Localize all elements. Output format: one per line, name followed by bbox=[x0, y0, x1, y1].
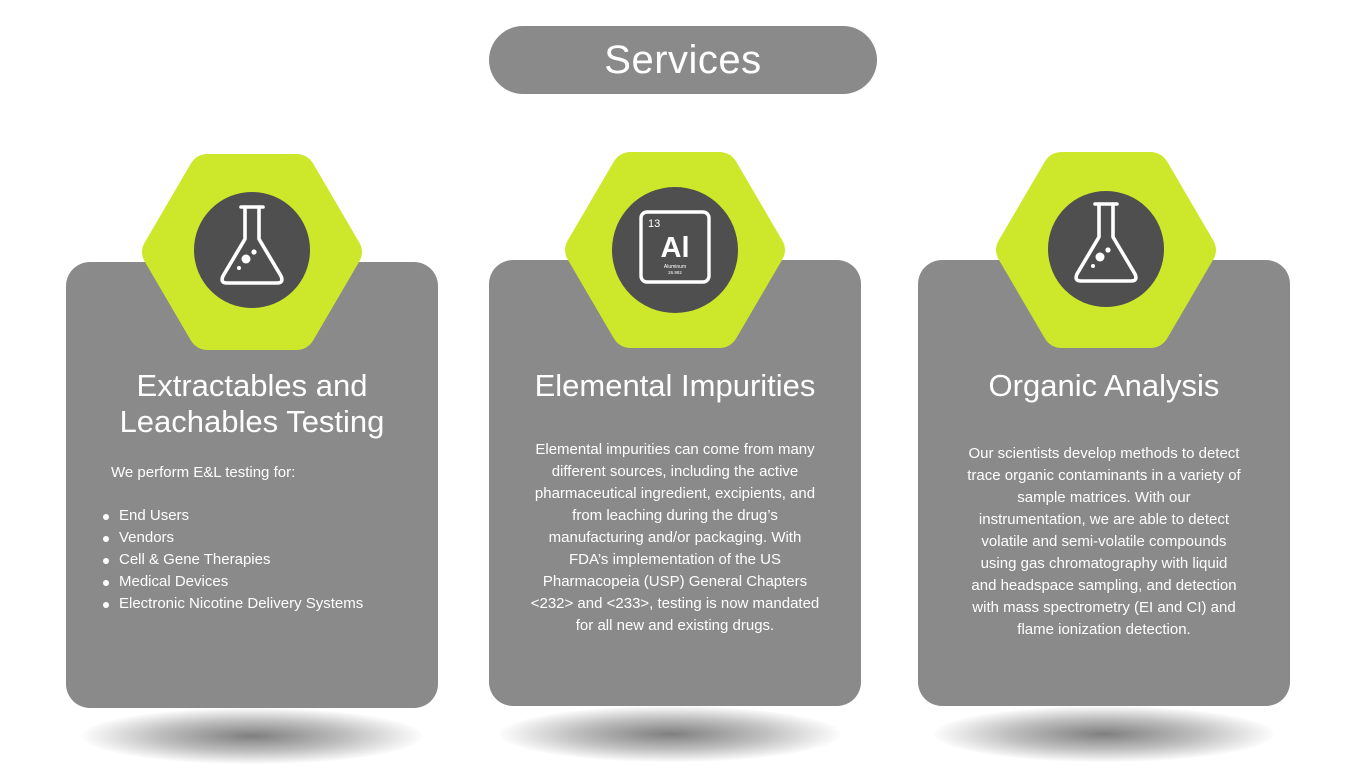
text-line: from leaching during the drug’s bbox=[572, 507, 778, 524]
hexagon-badge bbox=[138, 151, 366, 353]
text-line: Pharmacopeia (USP) General Chapters bbox=[542, 573, 808, 590]
card-intro: We perform E&L testing for: bbox=[111, 464, 296, 481]
icon-badge: 13 Al Aluminum 26.982 bbox=[612, 187, 738, 313]
text-line: manufacturing and/or packaging. With bbox=[548, 529, 802, 546]
text-line: trace organic contaminants in a variety … bbox=[967, 467, 1241, 484]
list-item: End Users bbox=[101, 505, 363, 527]
card-title: Extractables and Leachables Testing bbox=[66, 368, 438, 440]
card-title: Organic Analysis bbox=[988, 368, 1220, 403]
text-line: different sources, including the active bbox=[551, 463, 799, 480]
text-line: sample matrices. With our bbox=[1017, 489, 1191, 506]
periodic-element-icon: 13 Al Aluminum 26.982 bbox=[639, 210, 711, 284]
card-title-line: Extractables and bbox=[136, 368, 368, 403]
element-mass: 26.982 bbox=[668, 270, 682, 275]
text-line: using gas chromatography with liquid bbox=[980, 555, 1228, 572]
element-name: Aluminum bbox=[664, 264, 686, 270]
icon-badge bbox=[194, 192, 310, 308]
card-title-line: Leachables Testing bbox=[119, 404, 385, 439]
text-line: with mass spectrometry (EI and CI) and bbox=[972, 599, 1236, 616]
text-line: volatile and semi-volatile compounds bbox=[981, 533, 1227, 550]
card-shadow bbox=[934, 706, 1274, 762]
text-line: Elemental impurities can come from many bbox=[535, 441, 815, 458]
text-line: Our scientists develop methods to detect bbox=[968, 445, 1240, 462]
text-line: <232> and <233>, testing is now mandated bbox=[530, 595, 820, 612]
page-title: Services bbox=[489, 26, 877, 94]
hexagon-badge: 13 Al Aluminum 26.982 bbox=[561, 149, 789, 351]
list-item: Electronic Nicotine Delivery Systems bbox=[101, 593, 363, 615]
flask-icon bbox=[220, 205, 284, 285]
list-item: Medical Devices bbox=[101, 571, 363, 593]
text-line: FDA’s implementation of the US bbox=[568, 551, 782, 568]
card-description: Our scientists develop methods to detect… bbox=[928, 443, 1280, 641]
text-line: instrumentation, we are able to detect bbox=[978, 511, 1230, 528]
service-list: End Users Vendors Cell & Gene Therapies … bbox=[101, 505, 363, 615]
card-shadow bbox=[500, 706, 840, 762]
element-number: 13 bbox=[648, 218, 660, 230]
text-line: and headspace sampling, and detection bbox=[971, 577, 1237, 594]
text-line: flame ionization detection. bbox=[1017, 621, 1191, 638]
text-line: pharmaceutical ingredient, excipients, a… bbox=[534, 485, 816, 502]
element-symbol: Al bbox=[661, 232, 690, 264]
text-line: for all new and existing drugs. bbox=[575, 617, 775, 634]
card-description: Elemental impurities can come from many … bbox=[499, 439, 851, 637]
card-title: Elemental Impurities bbox=[534, 368, 816, 403]
list-item: Cell & Gene Therapies bbox=[101, 549, 363, 571]
icon-badge bbox=[1048, 191, 1164, 307]
list-item: Vendors bbox=[101, 527, 363, 549]
flask-icon bbox=[1074, 202, 1138, 283]
card-shadow bbox=[82, 708, 422, 764]
hexagon-badge bbox=[992, 149, 1220, 351]
